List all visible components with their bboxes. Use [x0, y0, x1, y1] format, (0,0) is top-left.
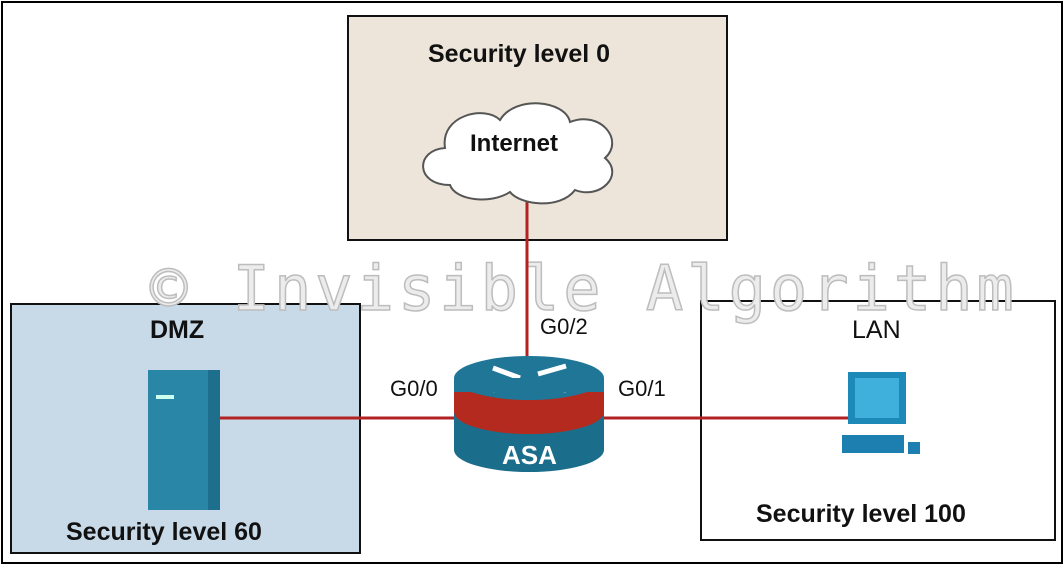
- asa-firewall-icon: [454, 356, 604, 472]
- port-g0-1: G0/1: [618, 376, 666, 401]
- pc-icon: [842, 372, 920, 454]
- lan-title: LAN: [852, 316, 901, 344]
- server-icon: [148, 370, 220, 510]
- asa-label: ASA: [502, 440, 557, 470]
- port-g0-0: G0/0: [390, 376, 438, 401]
- lan-security-label: Security level 100: [756, 500, 966, 528]
- internet-cloud-label: Internet: [470, 130, 559, 157]
- dmz-title: DMZ: [150, 316, 205, 344]
- internet-security-label: Security level 0: [428, 40, 611, 68]
- dmz-security-label: Security level 60: [66, 518, 262, 546]
- watermark: © Invisible Algorithm: [149, 251, 1018, 326]
- port-g0-2: G0/2: [540, 314, 588, 339]
- cloud-icon: [422, 102, 614, 205]
